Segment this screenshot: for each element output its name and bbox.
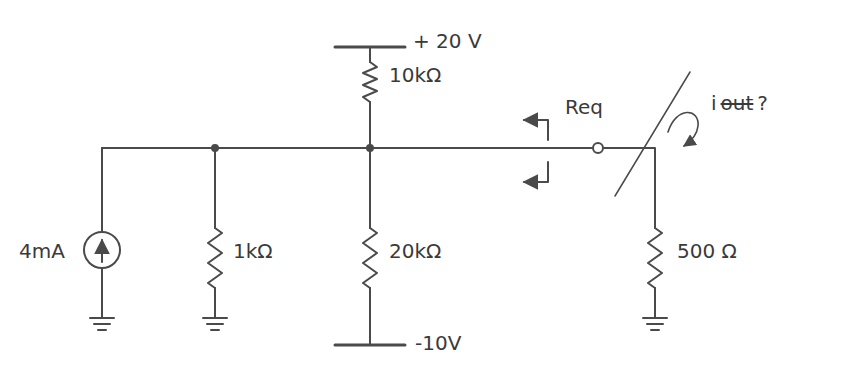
wire [214,288,216,318]
wire [101,268,103,318]
resistor-value: 10kΩ [388,64,442,86]
current-arrow [668,112,698,146]
current-name: i [710,92,718,114]
req-bracket [524,120,548,140]
current-name: out [720,92,755,114]
req-label: Req [564,96,604,118]
resistor-symbol [363,228,377,288]
voltage-label: -10V [414,332,462,354]
resistor-value: 20kΩ [388,240,442,262]
req-bracket [524,162,548,182]
wire [654,288,656,318]
resistor-value: 1kΩ [232,240,274,262]
wire [369,47,371,62]
ground-symbol [90,318,114,330]
current-name: ? [756,92,769,114]
resistor-value: 500 Ω [676,240,738,262]
voltage-label: + 20 V [412,30,483,52]
resistor-symbol [208,228,222,288]
cut-line [615,72,690,196]
terminal-circle [593,143,603,153]
wire [102,147,592,149]
ground-symbol [643,318,667,330]
current-label: 4mA [18,240,66,262]
supply-bar [335,344,405,347]
current-arrow [101,240,103,262]
wire [214,148,216,228]
resistor-symbol [648,228,662,288]
wire [604,148,655,228]
resistor-symbol [363,62,377,102]
wire [369,148,371,228]
wire [369,102,371,148]
wire [369,288,371,345]
wire [101,148,103,232]
ground-symbol [203,318,227,330]
current-source-symbol [84,232,120,268]
